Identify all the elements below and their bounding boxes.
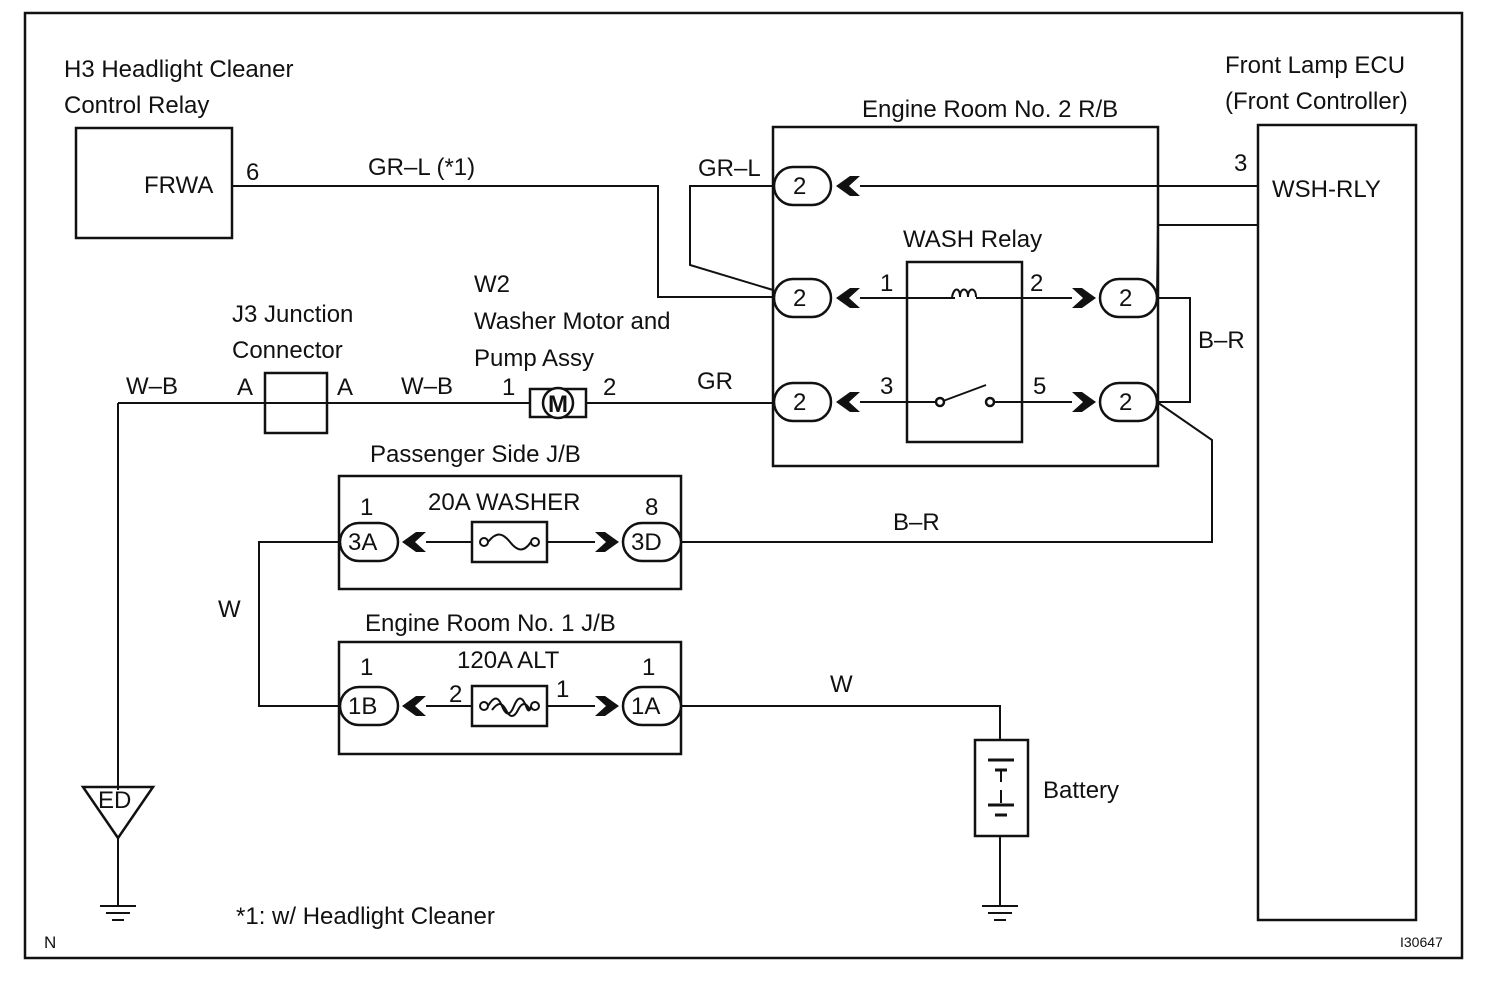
passenger-jb-fuse-label: 20A WASHER	[428, 489, 581, 516]
engine-jb1-right-connector: 1A	[621, 685, 683, 727]
relay-switch-contact-right	[984, 396, 996, 408]
svg-text:2: 2	[1119, 285, 1132, 312]
passenger-jb-left-pin: 1	[360, 494, 373, 521]
motor-icon	[541, 386, 575, 420]
h3-relay-title-line1: H3 Headlight Cleaner	[64, 56, 293, 83]
ground-code: ED	[98, 787, 131, 814]
svg-text:2: 2	[1119, 389, 1132, 416]
passenger-jb-right-pin: 8	[645, 494, 658, 521]
passenger-jb-left-connector: 3A	[338, 521, 400, 563]
wash-relay-pin1: 1	[880, 270, 893, 297]
engine-jb1-label: Engine Room No. 1 J/B	[365, 610, 616, 637]
rb2-connector-pin2: 2	[1098, 277, 1159, 319]
engine-jb1-left-connector: 1B	[338, 685, 400, 727]
svg-text:2: 2	[793, 389, 806, 416]
wash-relay-pin2: 2	[1030, 270, 1043, 297]
wire-label-b-r-lower: B–R	[893, 509, 940, 536]
wash-relay-pin5: 5	[1033, 373, 1046, 400]
motor-title-line2: Washer Motor and	[474, 308, 671, 335]
wash-relay-pin3: 3	[880, 373, 893, 400]
j3-title-line1: J3 Junction	[232, 301, 353, 328]
passenger-jb-box	[337, 474, 683, 591]
battery-icon	[988, 758, 1014, 817]
rb2-connector-pin1: 2	[772, 277, 833, 319]
h3-relay-box	[74, 126, 234, 240]
motor-pin2: 2	[603, 374, 616, 401]
relay-coil-icon	[951, 288, 977, 298]
motor-symbol: M	[548, 391, 568, 418]
svg-text:3D: 3D	[631, 529, 662, 556]
wire-label-w-b-left: W–B	[126, 373, 178, 400]
wire-label-b-r-upper: B–R	[1198, 327, 1245, 354]
fuse-20a-washer	[470, 520, 549, 564]
footnote: *1: w/ Headlight Cleaner	[236, 903, 495, 930]
rb2-connector-pin5: 2	[1098, 381, 1159, 423]
arrow-pin1-left	[836, 288, 860, 308]
fuse-120a-icon	[479, 697, 540, 717]
ecu-title-line2: (Front Controller)	[1225, 88, 1408, 115]
engine-jb1-fuse-label: 120A ALT	[457, 647, 560, 674]
wire-label-w-left: W	[218, 596, 241, 623]
ground-point-ed	[80, 785, 156, 841]
engine-jb1-right-pin: 1	[642, 654, 655, 681]
h3-relay-pin: 6	[246, 159, 259, 186]
ecu-title-line1: Front Lamp ECU	[1225, 52, 1405, 79]
svg-text:1A: 1A	[631, 693, 660, 720]
fuse-120a-alt	[470, 684, 549, 728]
motor-title-line1: W2	[474, 271, 510, 298]
rb2-connector-pin3: 2	[772, 381, 833, 423]
svg-text:3A: 3A	[348, 529, 377, 556]
h3-relay-terminal: FRWA	[144, 172, 213, 199]
motor-pin1: 1	[502, 374, 515, 401]
passenger-jb-label: Passenger Side J/B	[370, 441, 581, 468]
engine-jb1-fuse-pin-left: 2	[449, 681, 462, 708]
svg-text:2: 2	[793, 285, 806, 312]
ground-icon-battery	[982, 905, 1018, 921]
motor-title-line3: Pump Assy	[474, 345, 594, 372]
j3-title-line2: Connector	[232, 337, 343, 364]
engine-jb1-box	[337, 640, 683, 756]
h3-relay-title-line2: Control Relay	[64, 92, 209, 119]
ground-icon-left	[100, 905, 136, 921]
wire-label-gr: GR	[697, 368, 733, 395]
engine-room-rb2-label: Engine Room No. 2 R/B	[862, 96, 1118, 123]
passenger-jb-right-connector: 3D	[621, 521, 683, 563]
arrow-top-left	[836, 176, 860, 196]
diagram-frame	[23, 11, 1464, 960]
engine-jb1-fuse-pin-right: 1	[556, 676, 569, 703]
arrow-pin5-right	[1072, 392, 1096, 412]
relay-switch-contact-left	[934, 396, 946, 408]
wire-label-gr-l-1: GR–L (*1)	[368, 154, 475, 181]
wash-relay-label: WASH Relay	[903, 226, 1042, 253]
j3-pin-right: A	[337, 374, 353, 401]
wire-label-w-b-mid: W–B	[401, 373, 453, 400]
battery-label: Battery	[1043, 777, 1119, 804]
engine-jb1-left-pin: 1	[360, 654, 373, 681]
wire-label-w-right: W	[830, 671, 853, 698]
battery-box	[973, 738, 1030, 838]
wash-relay-box	[905, 260, 1024, 444]
figure-id: I30647	[1400, 934, 1443, 950]
arrow-pin2-right	[1072, 288, 1096, 308]
svg-text:1B: 1B	[348, 693, 377, 720]
ecu-terminal: WSH-RLY	[1272, 176, 1381, 203]
corner-letter: N	[44, 933, 56, 952]
front-lamp-ecu-box	[1256, 123, 1418, 922]
relay-switch-blade	[942, 384, 987, 402]
ecu-pin: 3	[1234, 150, 1247, 177]
j3-pin-left: A	[237, 374, 253, 401]
svg-text:2: 2	[793, 173, 806, 200]
rb2-connector-top: 2	[772, 165, 833, 207]
fuse-20a-icon	[479, 533, 540, 551]
arrow-pin3-left	[836, 392, 860, 412]
wire-label-gr-l: GR–L	[698, 155, 761, 182]
